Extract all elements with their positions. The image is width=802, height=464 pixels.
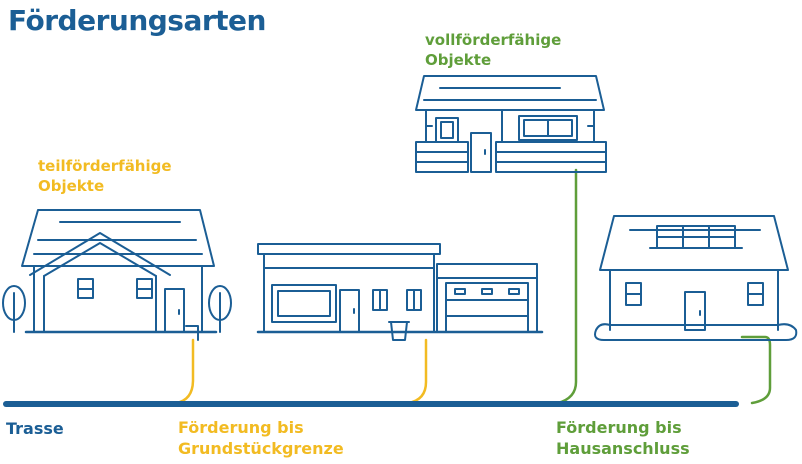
label-trasse: Trasse [6, 419, 64, 438]
house-solar [594, 215, 798, 341]
label-line: Förderung bis [556, 418, 682, 437]
connection-yellow-1 [174, 338, 195, 405]
label-funding-property-boundary: Förderung bis Grundstückgrenze [178, 417, 344, 459]
house-gable [2, 209, 232, 341]
connection-lines [174, 168, 772, 405]
page-title: Förderungsarten [8, 4, 266, 37]
label-line: Förderung bis [178, 418, 304, 437]
label-line: Hausanschluss [556, 439, 690, 458]
label-funding-house-connection: Förderung bis Hausanschluss [556, 417, 690, 459]
house-bungalow [256, 243, 544, 341]
connection-green-1 [556, 168, 578, 405]
label-line: teilförderfähige [38, 157, 172, 175]
label-partially-eligible: teilförderfähige Objekte [38, 156, 172, 196]
label-line: Objekte [38, 177, 105, 195]
house-cabin [415, 75, 607, 173]
bushes [594, 323, 798, 341]
label-line: Grundstückgrenze [178, 439, 344, 458]
label-line: Objekte [425, 51, 492, 69]
connection-yellow-2 [406, 338, 428, 405]
label-line: vollförderfähige [425, 31, 562, 49]
connection-green-2 [740, 335, 772, 405]
label-fully-eligible: vollförderfähige Objekte [425, 30, 561, 70]
